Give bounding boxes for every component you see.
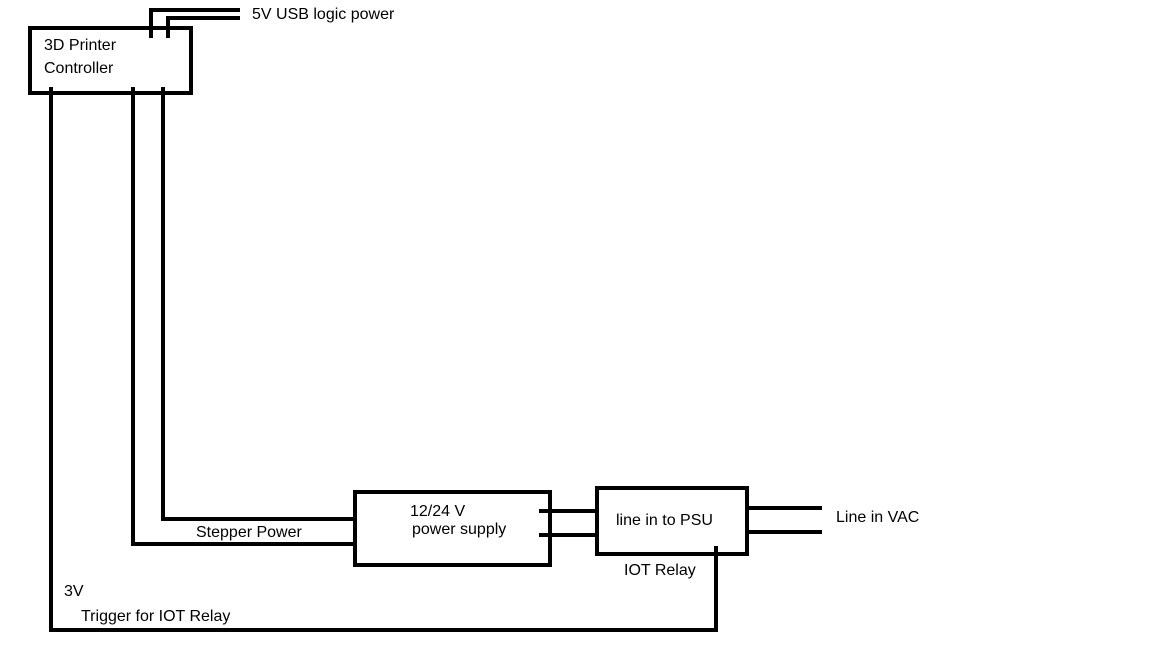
controller-label-line2: Controller xyxy=(44,60,114,77)
usb-wire-lower xyxy=(166,16,240,38)
power-supply-box xyxy=(353,490,552,567)
power-supply-label-line2: power supply xyxy=(412,521,506,538)
controller-label-line1: 3D Printer xyxy=(44,37,117,54)
usb-power-wires: 5V USB logic power xyxy=(149,6,395,38)
controller-component: 3D Printer Controller xyxy=(28,26,193,95)
controller-box xyxy=(28,26,193,95)
stepper-wire-outer xyxy=(131,87,356,546)
relay-box xyxy=(595,486,749,556)
psu-relay-wires xyxy=(539,509,599,537)
power-supply-label-line1: 12/24 V xyxy=(410,503,465,520)
relay-caption: IOT Relay xyxy=(624,562,696,579)
power-supply-component: 12/24 V power supply xyxy=(353,490,552,567)
stepper-wire-inner xyxy=(161,87,356,521)
usb-power-label: 5V USB logic power xyxy=(252,6,395,23)
trigger-label: Trigger for IOT Relay xyxy=(81,608,230,625)
trigger-wire xyxy=(49,87,718,632)
line-in-wires: Line in VAC xyxy=(745,506,919,534)
relay-component: line in to PSU IOT Relay xyxy=(595,486,749,579)
line-in-label: Line in VAC xyxy=(836,509,919,526)
relay-inner-label: line in to PSU xyxy=(616,512,713,529)
stepper-power-wires: Stepper Power xyxy=(131,87,356,546)
trigger-voltage-label: 3V xyxy=(64,583,84,600)
usb-wire-upper xyxy=(149,8,240,38)
stepper-power-label: Stepper Power xyxy=(196,524,303,541)
trigger-wire-group: 3V Trigger for IOT Relay xyxy=(49,87,718,632)
